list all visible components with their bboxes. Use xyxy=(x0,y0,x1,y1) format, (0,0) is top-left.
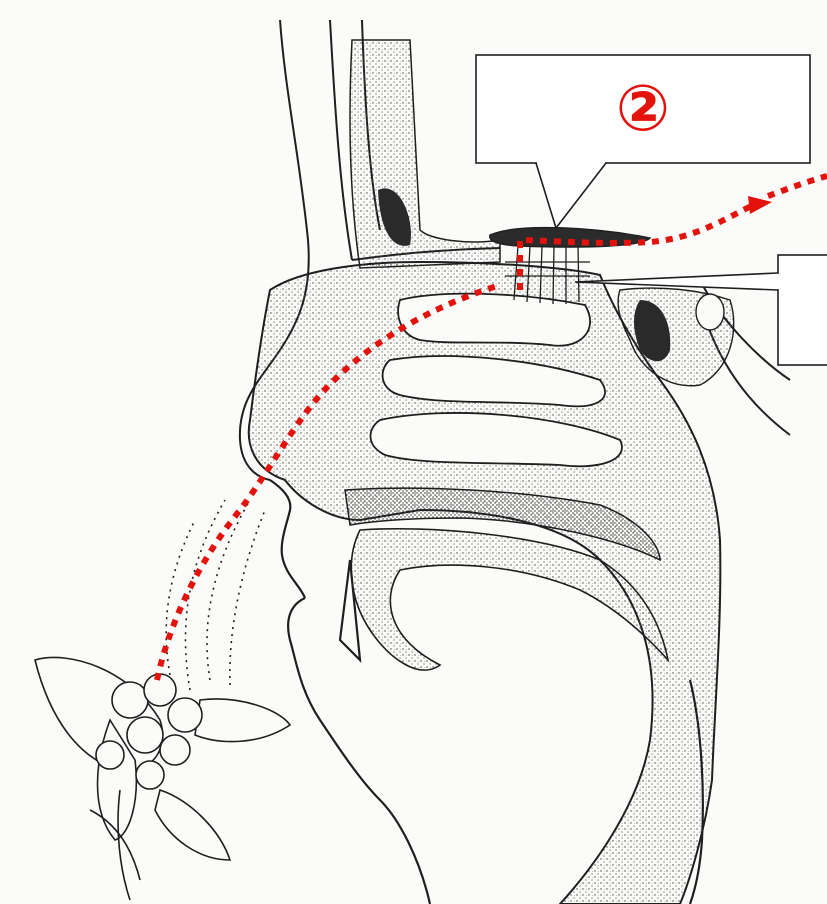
odor-wisps xyxy=(166,500,265,690)
superior-turbinate xyxy=(398,294,590,346)
sphenoid-opening xyxy=(696,294,724,330)
scent-path-tail xyxy=(768,176,827,196)
arrowhead-icon xyxy=(748,196,772,214)
flower-illustration xyxy=(35,658,290,901)
